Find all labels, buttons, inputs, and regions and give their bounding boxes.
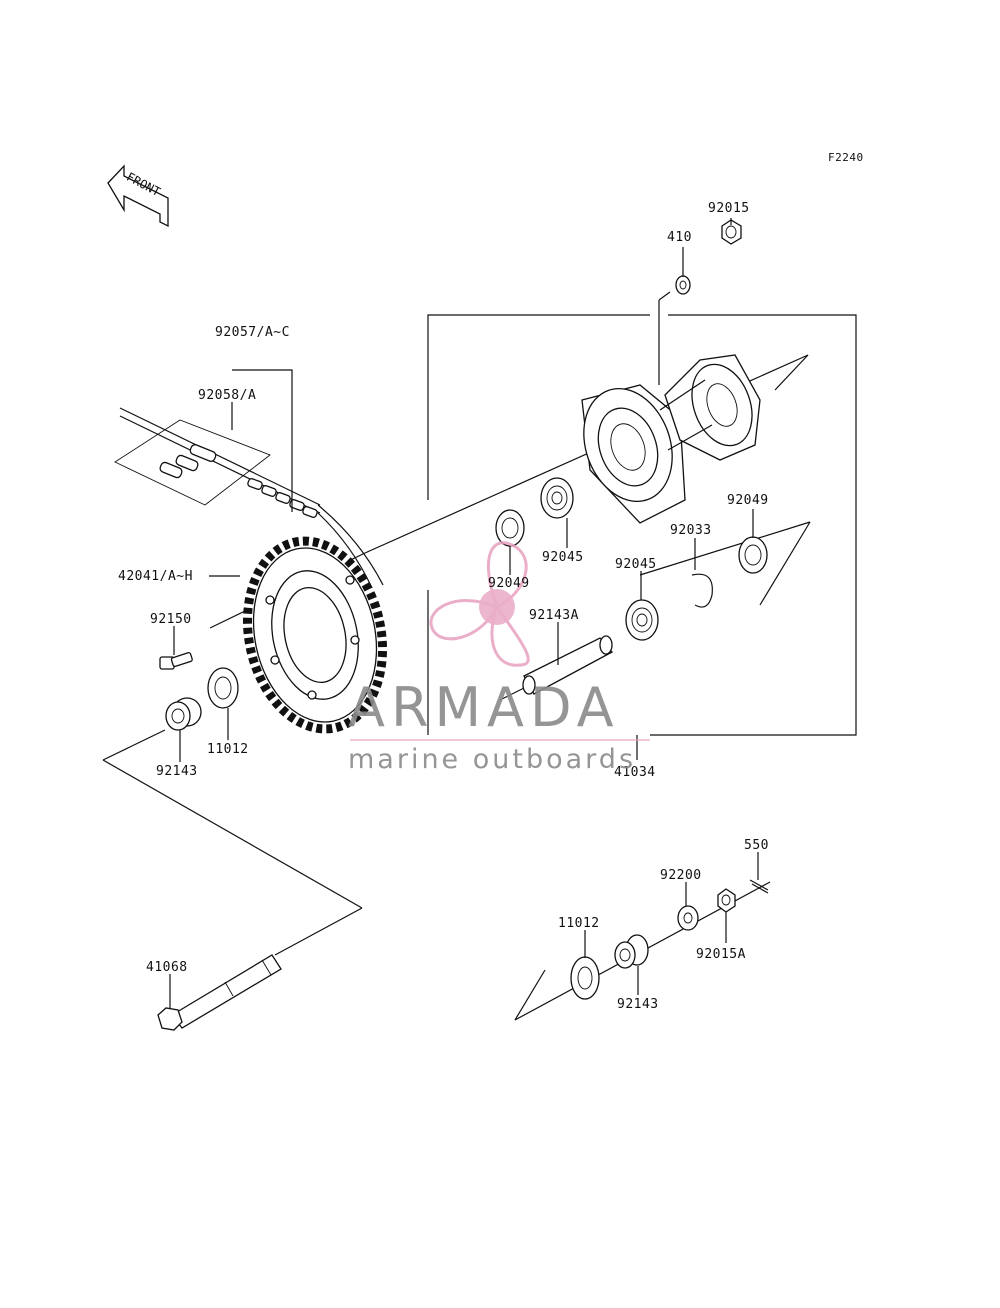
part-label-92143A[interactable]: 92143A xyxy=(529,608,579,623)
figure-code: F2240 xyxy=(828,151,864,164)
seal-92049-left xyxy=(495,509,525,547)
part-label-92150[interactable]: 92150 xyxy=(150,612,192,627)
connecting-link xyxy=(159,444,217,479)
left-collar xyxy=(165,697,202,731)
chain-links xyxy=(247,478,318,518)
seal-92049-right xyxy=(738,536,768,574)
part-label-11012-a[interactable]: 11012 xyxy=(207,742,249,757)
part-label-92200[interactable]: 92200 xyxy=(660,868,702,883)
leader-lines xyxy=(169,218,759,1008)
watermark-tagline: marine outboards xyxy=(348,744,637,775)
nut-92015A xyxy=(717,888,736,913)
part-label-92057[interactable]: 92057/A~C xyxy=(215,325,290,340)
part-label-550[interactable]: 550 xyxy=(744,838,769,853)
part-label-42041[interactable]: 42041/A~H xyxy=(118,569,193,584)
rear-sprocket xyxy=(242,536,388,734)
sprocket-bolt xyxy=(159,652,193,670)
left-seal xyxy=(207,667,239,709)
part-label-11012-b[interactable]: 11012 xyxy=(558,916,600,931)
spacer-tube xyxy=(522,635,614,695)
circlip-92033 xyxy=(691,573,713,608)
part-label-92143-c[interactable]: 92143 xyxy=(617,997,659,1012)
part-label-92033[interactable]: 92033 xyxy=(670,523,712,538)
part-label-410[interactable]: 410 xyxy=(667,230,692,245)
chain-assembly xyxy=(114,407,384,589)
part-label-41068[interactable]: 41068 xyxy=(146,960,188,975)
part-label-92045-a[interactable]: 92045 xyxy=(542,550,584,565)
part-label-92058[interactable]: 92058/A xyxy=(198,388,257,403)
part-label-92049-b[interactable]: 92049 xyxy=(727,493,769,508)
part-label-92015[interactable]: 92015 xyxy=(708,201,750,216)
part-label-92045-b[interactable]: 92045 xyxy=(615,557,657,572)
rear-axle xyxy=(157,954,282,1031)
part-label-41034[interactable]: 41034 xyxy=(614,765,656,780)
front-arrow-icon: FRONT xyxy=(107,164,169,228)
part-label-92143-b[interactable]: 92143 xyxy=(156,764,198,779)
cotter-pin-550 xyxy=(749,879,769,894)
hub-frame-lines xyxy=(427,291,857,736)
part-label-92049-a[interactable]: 92049 xyxy=(488,576,530,591)
washer-410 xyxy=(675,275,691,295)
bearing-92045-lower xyxy=(625,599,659,641)
bearing-92045-upper xyxy=(540,477,574,519)
armada-propeller-logo-icon xyxy=(429,541,530,667)
washer-92200 xyxy=(677,905,699,931)
right-collar-92143 xyxy=(614,934,649,969)
part-label-92015A[interactable]: 92015A xyxy=(696,947,746,962)
right-seal-11012 xyxy=(570,956,600,1000)
watermark-brand: ARMADA xyxy=(348,676,620,739)
axle-shaft-lines xyxy=(102,729,363,956)
rear-hub xyxy=(581,354,761,524)
